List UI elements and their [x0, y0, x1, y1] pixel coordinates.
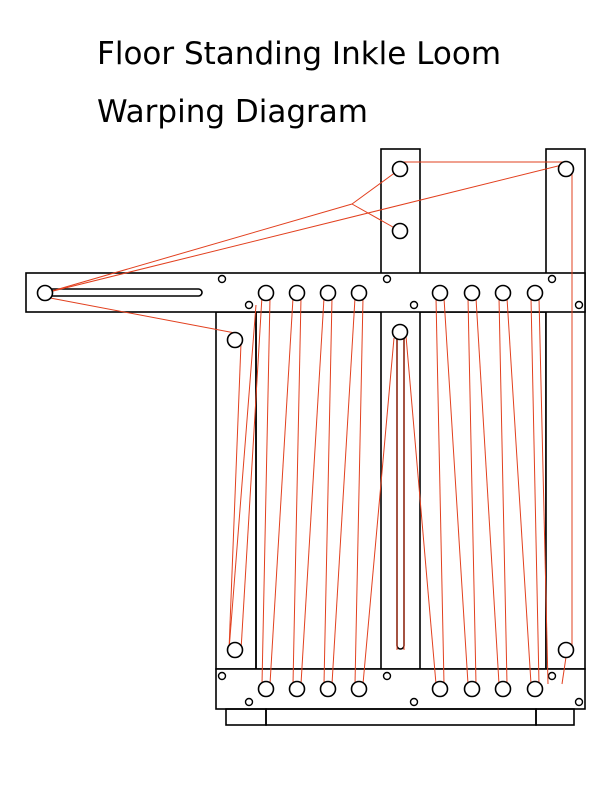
peg: [288, 680, 306, 698]
peg: [319, 680, 337, 698]
warp-thread-segment: [351, 203, 401, 232]
peg: [257, 284, 275, 302]
warp-thread-segment: [362, 337, 395, 685]
warp-thread-segment: [300, 297, 325, 685]
warp-thread-segment: [538, 297, 549, 685]
screw-holes: [217, 274, 584, 707]
screw-hole: [382, 274, 392, 284]
warp-threads: [44, 161, 573, 685]
peg: [350, 284, 368, 302]
warp-thread-segment: [506, 297, 532, 685]
peg: [226, 641, 244, 659]
screw-hole: [409, 697, 419, 707]
peg: [226, 331, 244, 349]
peg: [36, 284, 54, 302]
warp-thread-segment: [354, 297, 364, 685]
diagram-subtitle: Warping Diagram: [97, 94, 368, 130]
diagram-title: Floor Standing Inkle Loom: [97, 36, 502, 72]
warp-thread-segment: [44, 163, 567, 294]
warp-thread-segment: [435, 297, 445, 685]
screw-hole: [574, 697, 584, 707]
screw-hole: [217, 274, 227, 284]
left-foot: [225, 708, 267, 726]
peg: [463, 680, 481, 698]
screw-hole: [244, 300, 254, 310]
warp-thread-segment: [443, 297, 469, 685]
warp-thread-segment: [530, 297, 540, 685]
center-foot: [265, 708, 537, 726]
warp-thread-segment: [475, 297, 500, 685]
warp-thread-segment: [561, 656, 567, 685]
warp-thread-segment: [351, 168, 401, 205]
warp-thread-segment: [323, 297, 333, 685]
screw-hole: [217, 671, 227, 681]
peg: [319, 284, 337, 302]
top-beam: [25, 272, 586, 313]
screw-hole: [409, 300, 419, 310]
screw-hole: [382, 671, 392, 681]
warp-thread-segment: [44, 296, 236, 334]
screw-hole: [547, 671, 557, 681]
warp-thread-segment: [228, 342, 242, 651]
right-foot: [535, 708, 575, 726]
peg: [431, 284, 449, 302]
peg: [391, 323, 409, 341]
warp-thread-segment: [498, 297, 508, 685]
screw-hole: [547, 274, 557, 284]
peg: [257, 680, 275, 698]
pegs: [36, 160, 575, 698]
peg: [494, 680, 512, 698]
peg: [431, 680, 449, 698]
peg: [350, 680, 368, 698]
warp-thread-segment: [292, 297, 302, 685]
warp-thread-segment: [405, 335, 437, 685]
peg: [526, 680, 544, 698]
warp-thread-segment: [44, 203, 353, 294]
peg: [557, 641, 575, 659]
warp-thread-segment: [467, 297, 477, 685]
right-upright: [545, 148, 586, 670]
screw-hole: [574, 300, 584, 310]
screw-hole: [244, 697, 254, 707]
peg: [494, 284, 512, 302]
warp-thread-segment: [240, 295, 263, 651]
peg: [391, 160, 409, 178]
warp-thread-segment: [228, 304, 257, 651]
peg: [526, 284, 544, 302]
peg: [557, 160, 575, 178]
warp-thread-segment: [269, 297, 294, 685]
warp-thread-segment: [331, 297, 356, 685]
peg: [391, 222, 409, 240]
warp-thread-segment: [261, 297, 271, 685]
peg: [463, 284, 481, 302]
loom-frame: [25, 148, 586, 726]
peg: [288, 284, 306, 302]
